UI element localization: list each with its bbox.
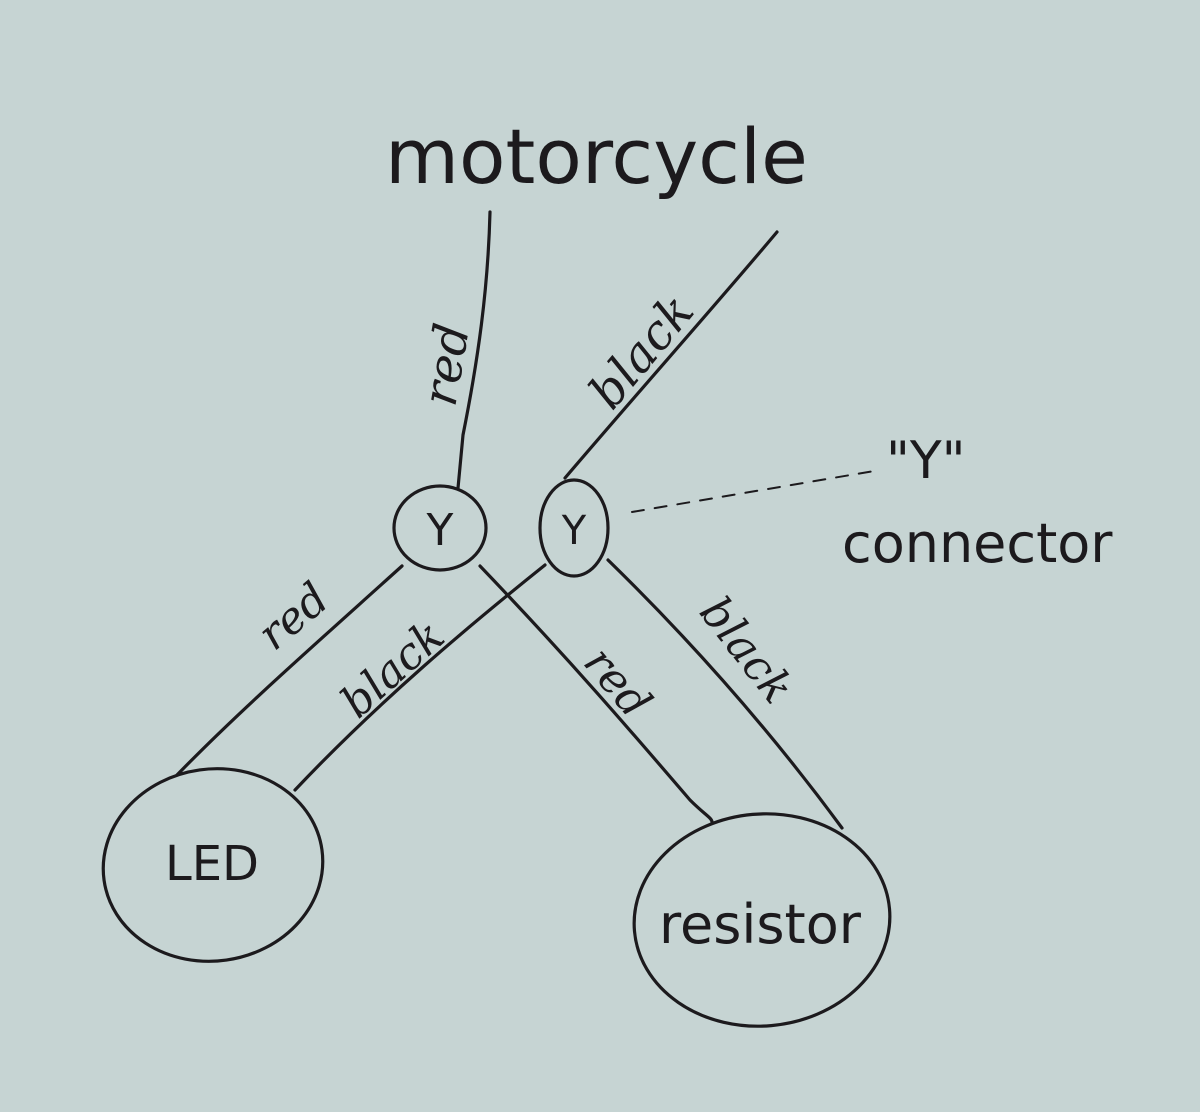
right-y-connector: Y	[538, 478, 610, 578]
led-component: LED	[101, 767, 325, 963]
callout-line1: "Y"	[886, 431, 966, 491]
left-connector-symbol: Y	[426, 505, 454, 556]
led-black-wire	[293, 563, 547, 792]
resistor-component: resistor	[632, 812, 892, 1028]
diagram-title: motorcycle	[385, 112, 808, 201]
resistor-black-wire	[606, 558, 844, 830]
connector-callout-line	[631, 469, 881, 513]
resistor-label: resistor	[659, 893, 862, 956]
input-black-wire	[563, 230, 779, 480]
callout-line2: connector	[842, 512, 1113, 575]
resistor-black-label: black	[689, 587, 803, 713]
led-red-wire	[175, 564, 404, 777]
led-label: LED	[165, 836, 259, 892]
resistor-red-wire	[478, 564, 714, 824]
resistor-red-label: red	[574, 637, 661, 727]
left-y-connector: Y	[392, 484, 488, 572]
input-red-wire	[456, 210, 492, 490]
led-red-label: red	[248, 573, 338, 660]
right-connector-symbol: Y	[561, 508, 587, 554]
input-black-label: black	[578, 284, 705, 420]
led-black-label: black	[331, 610, 454, 728]
